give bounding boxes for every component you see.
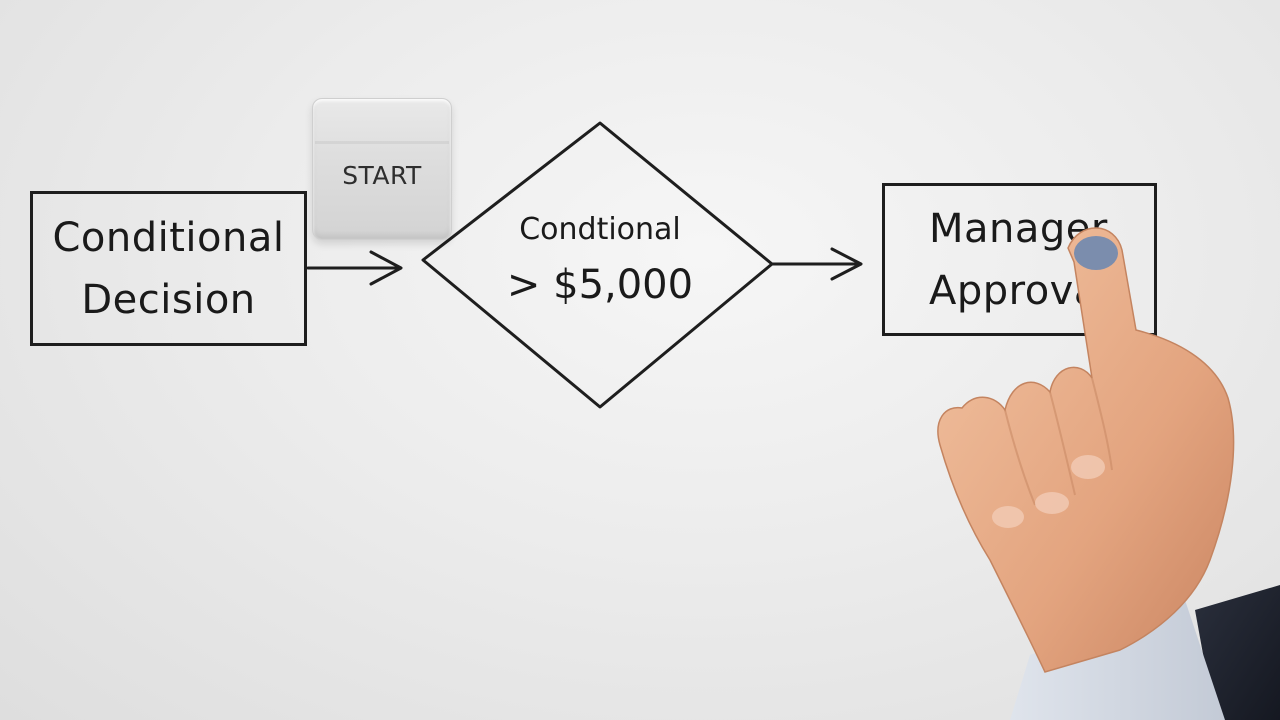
left-box-line1: Conditional: [52, 214, 285, 261]
diamond-label-line2: > $5,000: [506, 262, 694, 308]
left-box-line2: Decision: [81, 276, 256, 323]
diamond-label-line1: Condtional: [519, 212, 681, 247]
arrow-diamond-to-right: [770, 247, 863, 281]
start-button-label: START: [342, 161, 422, 190]
key-ridge: [315, 141, 449, 144]
start-button[interactable]: START: [312, 98, 452, 240]
decision-diamond: [421, 121, 774, 409]
arrow-left-to-diamond: [306, 250, 403, 286]
conditional-decision-box: Conditional Decision: [30, 191, 307, 346]
